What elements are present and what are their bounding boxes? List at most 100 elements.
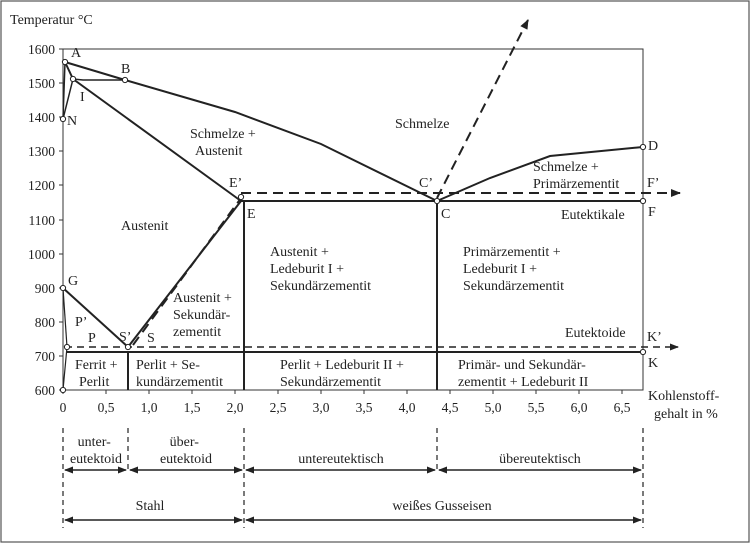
region-line: Ledeburit I + — [270, 262, 344, 277]
x-tick-label: 6,0 — [571, 400, 588, 415]
point-label-C: C — [441, 207, 450, 222]
point-G-marker — [59, 284, 67, 292]
point-label-I: I — [80, 90, 85, 105]
label-line: eutektoid — [70, 452, 122, 467]
y-tick-label: 1400 — [28, 110, 55, 125]
x-axis-label-line2: gehalt in % — [654, 407, 718, 422]
region-line: Primär- und Sekundär- — [458, 358, 586, 373]
point-Q-marker — [59, 386, 67, 394]
point-label-D: D — [648, 139, 658, 154]
y-axis — [59, 48, 63, 391]
region-schmelze: Schmelze — [395, 117, 449, 132]
region-line: Primärzementit + — [463, 245, 561, 260]
label-line: unter- — [78, 435, 111, 450]
y-tick-label: 1100 — [29, 213, 56, 228]
point-label-G: G — [68, 274, 78, 289]
point-F-marker — [639, 197, 647, 205]
region-eutektoide: Eutektoide — [565, 326, 626, 341]
classification-arrows — [64, 466, 642, 524]
point-label-C-prime: C’ — [419, 176, 433, 191]
region-line: Austenit + — [173, 291, 232, 306]
region-schmelze-primaerzementit: Schmelze + Primärzementit — [533, 160, 619, 192]
point-label-A: A — [71, 46, 82, 61]
region-line: Perlit + Se- — [136, 358, 200, 373]
region-austenit-ledeburit: Austenit + Ledeburit I + Sekundärzementi… — [270, 245, 371, 294]
x-tick-label: 1,0 — [141, 400, 158, 415]
region-eutektikale: Eutektikale — [561, 208, 625, 223]
x-tick-label: 3,5 — [356, 400, 373, 415]
point-S-marker — [124, 343, 132, 351]
point-label-S-prime: S’ — [119, 330, 131, 345]
region-line: Perlit — [79, 375, 109, 390]
region-line: Sekundär- — [173, 308, 231, 323]
x-tick-label: 1,5 — [184, 400, 201, 415]
region-line: Schmelze + — [190, 127, 256, 142]
line-GS — [62, 287, 129, 348]
label-uebereutektisch: übereutektisch — [499, 452, 581, 467]
x-tick-label: 6,5 — [614, 400, 631, 415]
point-label-E: E — [247, 207, 256, 222]
y-tick-label: 900 — [35, 281, 56, 296]
label-stahl: Stahl — [136, 499, 165, 514]
region-perlit-ledeburit: Perlit + Ledeburit II + Sekundärzementit — [280, 358, 407, 390]
region-schmelze-austenit: Schmelze + Austenit — [190, 127, 259, 159]
point-label-F-prime: F’ — [647, 176, 659, 191]
region-perlit-sekundaerzementit: Perlit + Se- kundärzementit — [136, 358, 223, 390]
region-line: Schmelze + — [533, 160, 599, 175]
region-line: Austenit — [195, 144, 243, 159]
point-label-N: N — [67, 114, 77, 129]
point-label-F: F — [648, 205, 656, 220]
region-labels: Schmelze Schmelze + Austenit Austenit Sc… — [75, 117, 626, 390]
point-D-marker — [639, 143, 647, 151]
y-tick-label: 1500 — [28, 76, 55, 91]
x-axis — [62, 390, 623, 394]
point-B-marker — [121, 76, 129, 84]
point-label-E-prime: E’ — [229, 176, 242, 191]
region-austenit-sekundaerzementit: Austenit + Sekundär- zementit — [173, 291, 235, 340]
line-PQ — [62, 346, 68, 391]
dashed-lines — [65, 19, 681, 351]
line-GP — [62, 287, 68, 348]
point-markers — [59, 58, 647, 394]
x-tick-label: 0 — [60, 400, 67, 415]
region-line: zementit + Ledeburit II — [458, 375, 589, 390]
y-axis-label: Temperatur °C — [10, 13, 93, 28]
x-tick-label: 0,5 — [98, 400, 115, 415]
point-P-marker — [63, 343, 71, 351]
point-label-P: P — [88, 331, 96, 346]
point-label-K: K — [648, 356, 658, 371]
x-tick-label: 5,0 — [485, 400, 502, 415]
x-axis-label-line1: Kohlenstoff- — [648, 389, 720, 404]
x-tick-label: 4,0 — [399, 400, 416, 415]
region-primaer-sekundaerzementit: Primär- und Sekundär- zementit + Ledebur… — [458, 358, 589, 390]
point-label-P-prime: P’ — [75, 315, 87, 330]
y-tick-label: 1600 — [28, 42, 55, 57]
region-line: kundärzementit — [136, 375, 223, 390]
label-line: über- — [170, 435, 200, 450]
x-tick-labels: 0 0,5 1,0 1,5 2,0 2,5 3,0 3,5 4,0 4,5 5,… — [60, 400, 631, 415]
point-C-marker — [433, 197, 441, 205]
y-tick-labels: 1600 1500 1400 1300 1200 1100 1000 900 8… — [28, 42, 55, 398]
dashed-schmelze-arrow — [436, 19, 529, 199]
region-line: Ferrit + — [75, 358, 118, 373]
y-tick-label: 1200 — [28, 178, 55, 193]
point-I-marker — [69, 75, 77, 83]
y-tick-label: 1300 — [28, 144, 55, 159]
x-tick-label: 2,0 — [227, 400, 244, 415]
y-tick-label: 800 — [35, 315, 56, 330]
x-tick-label: 2,5 — [270, 400, 287, 415]
peritectic-line — [72, 78, 125, 81]
point-A-marker — [61, 58, 69, 66]
x-tick-label: 3,0 — [313, 400, 330, 415]
region-ferrit-perlit: Ferrit + Perlit — [75, 358, 121, 390]
region-line: Sekundärzementit — [463, 279, 564, 294]
point-label-S: S — [147, 331, 155, 346]
region-line: Primärzementit — [533, 177, 619, 192]
label-weisses-gusseisen: weißes Gusseisen — [392, 499, 491, 514]
y-tick-label: 600 — [35, 383, 56, 398]
x-tick-label: 4,5 — [442, 400, 459, 415]
liquidus-ABC — [64, 61, 438, 202]
point-N-marker — [59, 115, 67, 123]
point-K-marker — [639, 348, 647, 356]
